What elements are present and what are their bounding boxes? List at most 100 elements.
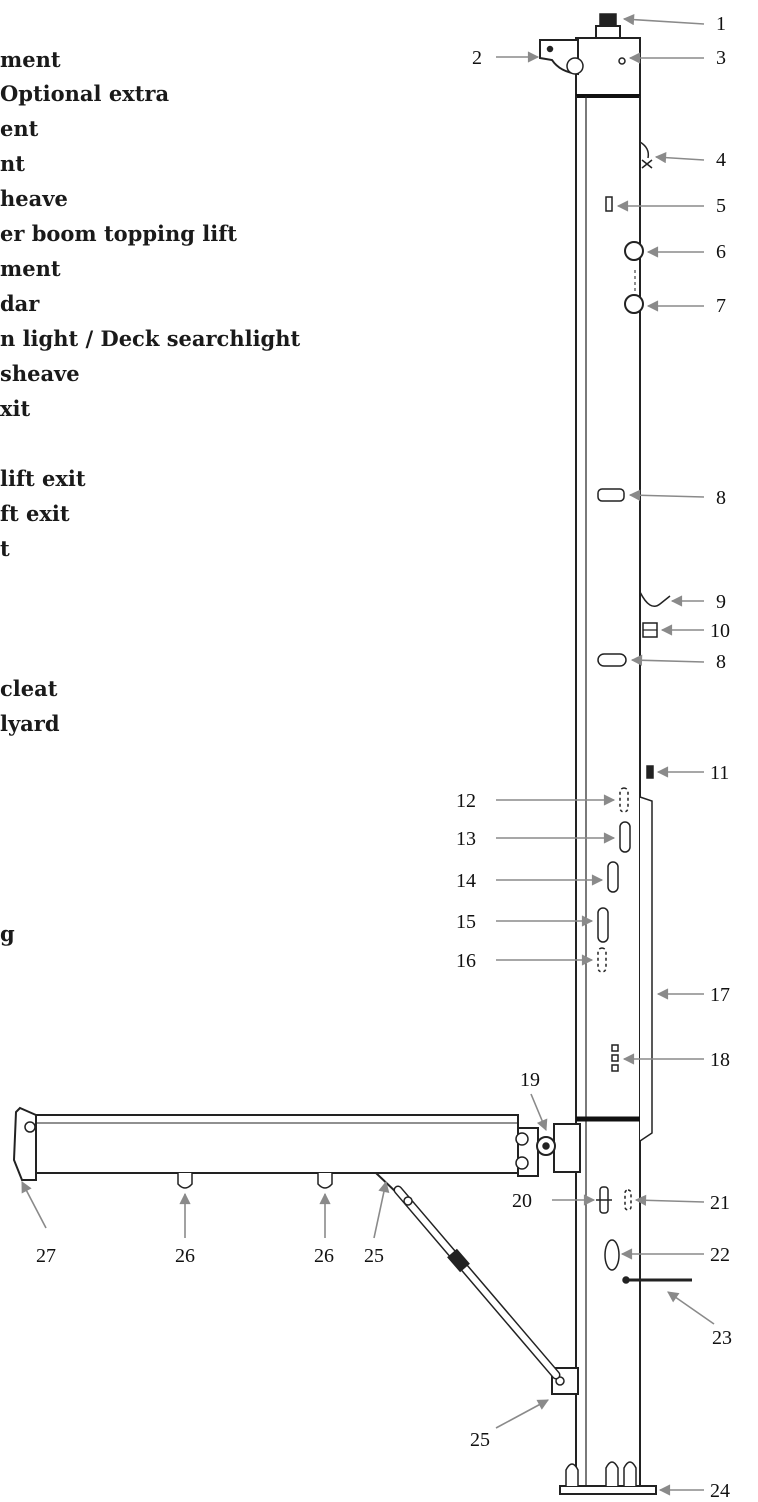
callout-11: 11 bbox=[710, 762, 729, 784]
oval-22 bbox=[604, 1239, 620, 1271]
callout-12: 12 bbox=[456, 790, 476, 812]
leader-21 bbox=[634, 1194, 705, 1206]
gooseneck-sheave-lower bbox=[515, 1156, 529, 1170]
callout-6: 6 bbox=[716, 241, 726, 263]
callout-23: 23 bbox=[712, 1327, 732, 1349]
masthead-box bbox=[575, 37, 641, 97]
sail-track bbox=[639, 796, 653, 1142]
exit-13 bbox=[619, 821, 631, 853]
boom bbox=[12, 1106, 581, 1380]
legend-item-7: ment bbox=[0, 256, 61, 281]
sheave-21 bbox=[624, 1189, 632, 1211]
exit-8-upper bbox=[597, 488, 625, 502]
callout-2: 2 bbox=[472, 47, 482, 69]
callout-7: 7 bbox=[716, 295, 726, 317]
slot-5 bbox=[605, 196, 613, 212]
exit-8-lower bbox=[597, 653, 627, 667]
boom-eye-1 bbox=[177, 1173, 193, 1189]
callout-20: 20 bbox=[512, 1190, 532, 1212]
callout-26-a: 26 bbox=[175, 1245, 195, 1267]
leader-19 bbox=[530, 1093, 548, 1132]
callout-14: 14 bbox=[456, 870, 476, 892]
legend: ment Optional extra ent nt heave er boom… bbox=[0, 47, 301, 946]
legend-item-15: t bbox=[0, 536, 10, 561]
exit-15 bbox=[597, 907, 609, 943]
gooseneck-pin-center bbox=[542, 1142, 550, 1150]
anemometer-base bbox=[595, 25, 621, 39]
masthead-hole bbox=[618, 57, 626, 65]
leader-27 bbox=[21, 1181, 47, 1229]
hook-fitting bbox=[639, 141, 653, 169]
callout-4: 4 bbox=[716, 149, 726, 171]
legend-item-2: Optional extra bbox=[0, 81, 169, 106]
leader-25-lower bbox=[495, 1399, 549, 1429]
mast bbox=[539, 13, 692, 1495]
boom-eye-2 bbox=[317, 1173, 333, 1189]
exit-14 bbox=[607, 861, 619, 893]
anemometer-head bbox=[599, 13, 617, 27]
gooseneck-sheave-upper bbox=[515, 1132, 529, 1146]
legend-item-14: ft exit bbox=[0, 501, 70, 526]
legend-item-9: n light / Deck searchlight bbox=[0, 326, 301, 351]
leader-lines bbox=[21, 14, 715, 1496]
legend-item-6: er boom topping lift bbox=[0, 221, 237, 246]
callout-19: 19 bbox=[520, 1069, 540, 1091]
legend-item-10: sheave bbox=[0, 361, 80, 386]
leader-23 bbox=[667, 1291, 715, 1325]
base-block-1 bbox=[565, 1463, 579, 1486]
gooseneck-fitting bbox=[553, 1123, 581, 1173]
sheave-16 bbox=[597, 947, 607, 973]
callout-26-b: 26 bbox=[314, 1245, 334, 1267]
halyard-sheave bbox=[566, 57, 584, 75]
legend-item-4: nt bbox=[0, 151, 25, 176]
legend-item-19: cleat bbox=[0, 676, 58, 701]
vang-upper-pin bbox=[403, 1196, 413, 1206]
callout-3: 3 bbox=[716, 47, 726, 69]
callout-27: 27 bbox=[36, 1245, 56, 1267]
wire-9 bbox=[639, 591, 671, 607]
slot-18-a bbox=[611, 1044, 619, 1052]
boom-body bbox=[35, 1114, 519, 1174]
spreader-eye-upper bbox=[624, 241, 644, 261]
legend-item-13: lift exit bbox=[0, 466, 86, 491]
callout-8-upper: 8 bbox=[716, 487, 726, 509]
callout-9: 9 bbox=[716, 591, 726, 613]
legend-item-3: ent bbox=[0, 116, 39, 141]
callout-numbers: 1 2 3 4 5 6 7 8 9 10 8 11 12 13 14 15 16… bbox=[36, 13, 732, 1502]
callout-25-upper: 25 bbox=[364, 1245, 384, 1267]
callout-8-lower: 8 bbox=[716, 651, 726, 673]
leader-8-lower bbox=[630, 654, 705, 666]
vang-strut-joint bbox=[447, 1248, 470, 1273]
leader-8-upper bbox=[628, 489, 705, 501]
pin-23-head bbox=[622, 1276, 630, 1284]
legend-item-1: ment bbox=[0, 47, 61, 72]
callout-1: 1 bbox=[716, 13, 726, 35]
mast-step bbox=[559, 1485, 657, 1495]
boom-end-cap bbox=[12, 1106, 37, 1181]
legend-item-11: xit bbox=[0, 396, 30, 421]
callout-21: 21 bbox=[710, 1192, 730, 1214]
slot-18-c bbox=[611, 1064, 619, 1072]
legend-item-26: g bbox=[0, 921, 15, 946]
slot-18-b bbox=[611, 1054, 619, 1062]
legend-item-20: lyard bbox=[0, 711, 60, 736]
callout-10: 10 bbox=[710, 620, 730, 642]
callout-17: 17 bbox=[710, 984, 730, 1006]
base-block-3 bbox=[623, 1461, 637, 1486]
callout-15: 15 bbox=[456, 911, 476, 933]
outhaul-sheave bbox=[24, 1121, 36, 1133]
callout-22: 22 bbox=[710, 1244, 730, 1266]
spreader-eye-lower bbox=[624, 294, 644, 314]
callout-24: 24 bbox=[710, 1480, 730, 1502]
callout-16: 16 bbox=[456, 950, 476, 972]
base-block-2 bbox=[605, 1461, 619, 1486]
fitting-pin bbox=[546, 45, 554, 53]
piece-11 bbox=[646, 765, 654, 779]
leader-25-upper bbox=[373, 1180, 390, 1239]
vang-strut-body bbox=[395, 1187, 559, 1378]
callout-18: 18 bbox=[710, 1049, 730, 1071]
leader-1 bbox=[622, 14, 705, 26]
leader-4 bbox=[654, 152, 705, 164]
legend-item-5: heave bbox=[0, 186, 68, 211]
